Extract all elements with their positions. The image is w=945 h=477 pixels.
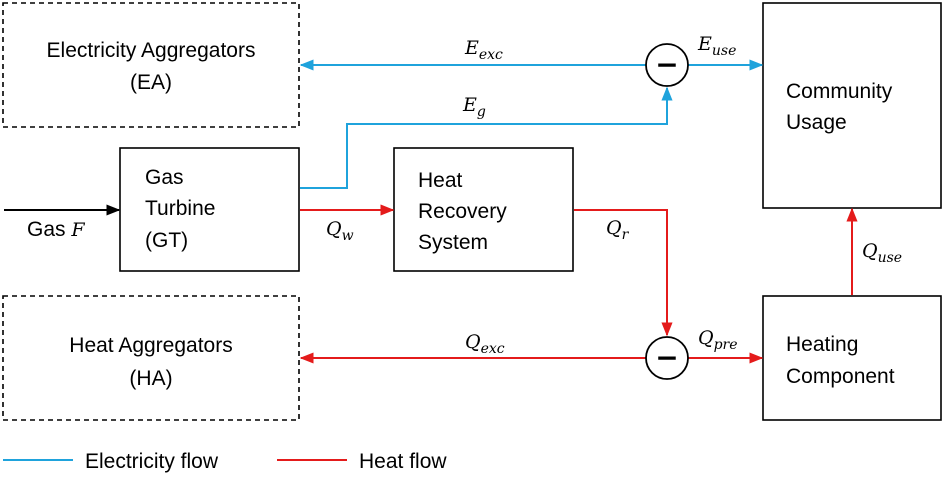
ea-label-line2: (EA): [130, 71, 172, 94]
e-use-label: Euse: [697, 33, 736, 59]
hc-box: [762, 295, 942, 421]
ha-box: [2, 295, 300, 421]
hrs-label-line1: Heat: [418, 169, 463, 192]
gt-label-line2: Turbine: [145, 197, 215, 220]
gt-label-line1: Gas: [145, 166, 184, 189]
q-pre-label: Qpre: [698, 327, 738, 353]
minus-node-top: −: [645, 43, 689, 87]
hrs-label-line2: Recovery: [418, 200, 507, 223]
q-r-label: Qr: [606, 217, 630, 243]
cu-label-line2: Usage: [786, 111, 847, 134]
gas-input-label: Gas F: [27, 218, 85, 241]
legend: Electricity flow Heat flow: [3, 450, 447, 473]
flow-q-r-line: [574, 209, 673, 337]
q-w-label: Qw: [326, 218, 354, 244]
q-use-label: Quse: [862, 240, 902, 266]
minus-symbol-top: −: [655, 48, 678, 81]
hc-label-line2: Component: [786, 365, 895, 388]
legend-electricity-label: Electricity flow: [85, 450, 219, 473]
ha-label-line1: Heat Aggregators: [69, 334, 232, 357]
cu-label-line1: Community: [786, 80, 893, 103]
ha-label-line2: (HA): [129, 367, 172, 390]
ea-box: [2, 2, 300, 128]
e-exc-label: Eexc: [464, 37, 503, 63]
e-g-label: Eg: [462, 94, 486, 120]
hc-label-line1: Heating: [786, 333, 858, 356]
cu-box: [762, 2, 942, 209]
hrs-label-line3: System: [418, 231, 488, 254]
minus-node-bottom: −: [645, 336, 689, 380]
legend-heat-label: Heat flow: [359, 450, 447, 473]
flow-e-g-line: [300, 86, 673, 189]
q-exc-label: Qexc: [465, 331, 505, 357]
ea-label-line1: Electricity Aggregators: [47, 39, 256, 62]
gt-label-line3: (GT): [145, 229, 188, 252]
minus-symbol-bottom: −: [655, 341, 678, 374]
